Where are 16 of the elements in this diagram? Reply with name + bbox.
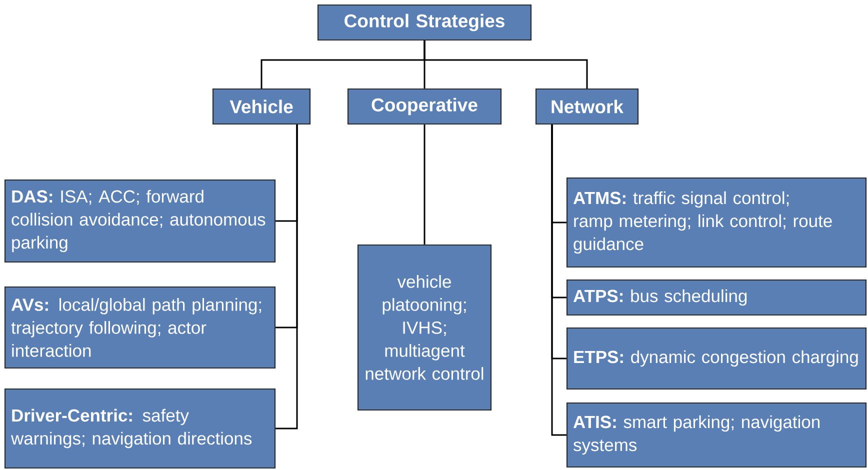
connector-line [424, 40, 588, 88]
root-box: Control Strategies [317, 4, 532, 41]
strategy-box: ATIS: smart parking; navigation systems [566, 402, 867, 468]
strategy-box: DAS: ISA; ACC; forward collision avoidance; autonomous parking [4, 179, 276, 263]
strategy-box: ETPS: dynamic congestion charging [566, 327, 867, 390]
strategy-box: ATMS: traffic signal control; ramp metering; link control; route guidance [566, 177, 867, 268]
category-box: Cooperative [347, 88, 502, 125]
connector-line [424, 124, 426, 244]
connector-line [276, 124, 298, 430]
strategy-box: Driver-Centric: safety warnings; navigation directions [4, 388, 276, 469]
strategy-box: vehicle platooning; IVHS; multiagent network control [357, 244, 492, 411]
category-box: Network [535, 88, 639, 125]
category-box: Vehicle [212, 88, 311, 125]
strategy-box: ATPS: bus scheduling [566, 279, 867, 316]
connector-line [551, 124, 566, 436]
strategy-box: AVs: local/global path planning; trajectory following; actor interaction [4, 286, 276, 369]
